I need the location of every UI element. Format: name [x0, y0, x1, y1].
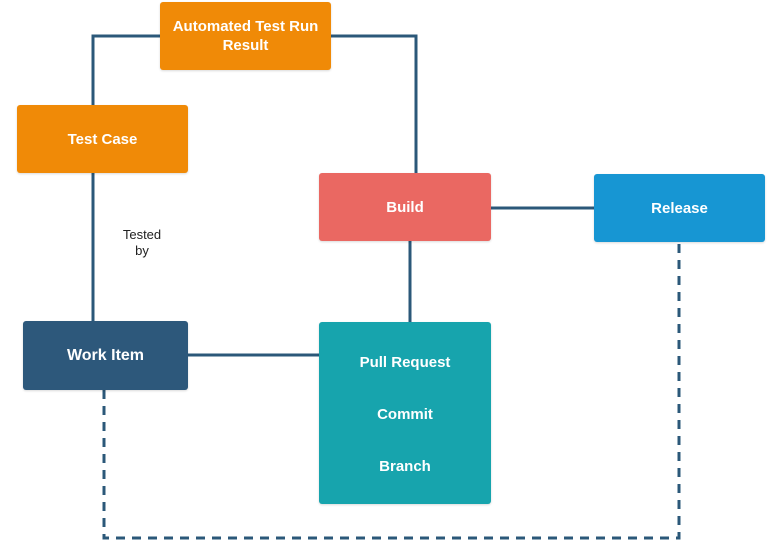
automated-test-run-result-node[interactable]: Automated Test Run Result — [160, 2, 331, 70]
work-item-node[interactable]: Work Item — [23, 321, 188, 390]
tested-by-line1: Tested — [122, 227, 162, 242]
automated-test-run-result-label-line1: Automated Test Run — [172, 18, 319, 35]
tested-by-line2: by — [135, 243, 149, 258]
connector-workitem-release-dashed — [102, 242, 681, 540]
release-label: Release — [651, 199, 708, 217]
source-control-node[interactable]: Pull Request Commit Branch — [319, 322, 491, 504]
connector-automated-build — [331, 34, 418, 173]
test-case-node[interactable]: Test Case — [17, 105, 188, 173]
commit-label[interactable]: Commit — [377, 405, 433, 423]
pull-request-label[interactable]: Pull Request — [359, 353, 451, 371]
work-item-label: Work Item — [66, 346, 145, 364]
build-label: Build — [386, 198, 424, 216]
build-node[interactable]: Build — [319, 173, 491, 241]
test-case-label: Test Case — [67, 130, 138, 148]
automated-test-run-result-label-line2: Result — [222, 37, 269, 54]
branch-label[interactable]: Branch — [379, 457, 431, 475]
tested-by-edge-label: Tested by — [114, 227, 170, 259]
release-node[interactable]: Release — [594, 174, 765, 242]
connector-testcase-automated — [91, 34, 160, 105]
